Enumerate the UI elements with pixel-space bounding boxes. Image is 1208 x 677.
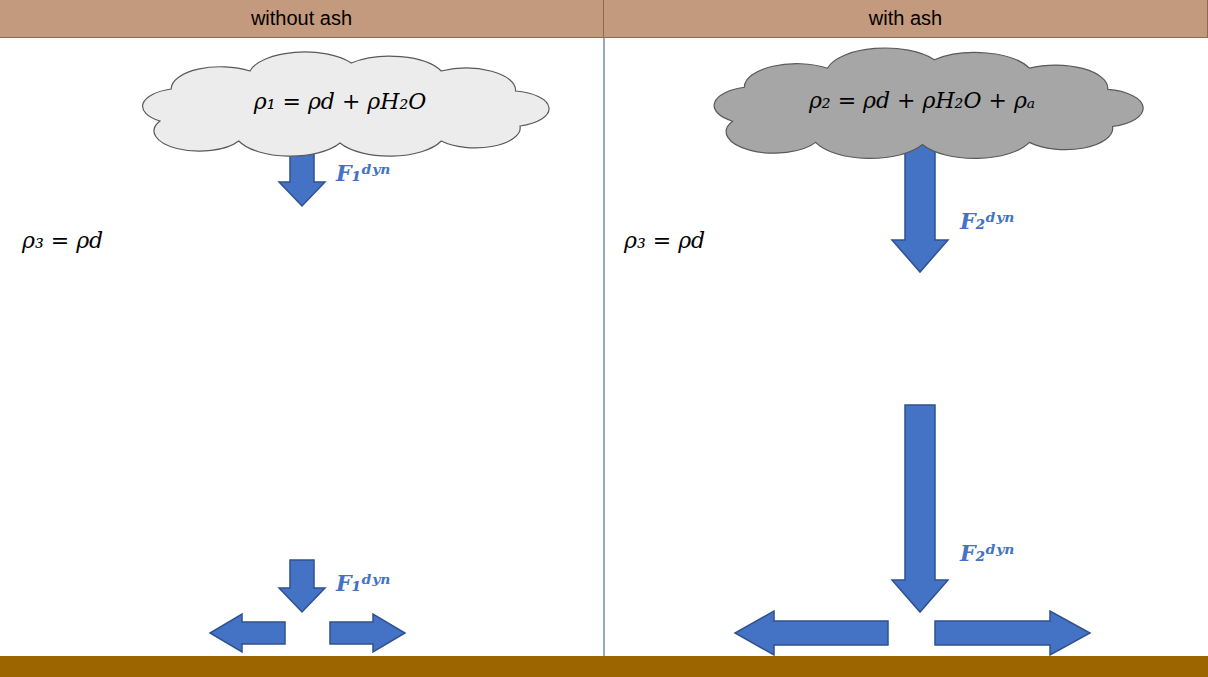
cloud-path (714, 48, 1143, 158)
cloud-shape: ρ₂ = ρd + ρH₂O + ρₐ (685, 47, 1160, 153)
density-formula: ρ₁ = ρd + ρH₂O (254, 89, 427, 114)
column-header: without ash (0, 0, 604, 38)
column-header: with ash (604, 0, 1208, 38)
outflow-arrow (330, 614, 405, 652)
density-label: ρ₃ = ρd (624, 228, 705, 253)
force-label: F₁ᵈʸⁿ (336, 570, 390, 596)
downdraft-arrow (279, 560, 325, 612)
force-label: F₁ᵈʸⁿ (336, 160, 390, 186)
force-label: F₂ᵈʸⁿ (960, 208, 1014, 234)
cloud-shape: ρ₁ = ρd + ρH₂O (115, 51, 565, 151)
outflow-arrow (210, 614, 285, 652)
header-text: without ash (251, 7, 352, 30)
header-text: with ash (869, 7, 942, 30)
downdraft-arrow (892, 140, 948, 272)
density-label: ρ₃ = ρd (22, 228, 103, 253)
ground-bar (0, 656, 1208, 677)
downdraft-arrow (892, 405, 948, 612)
column-divider (604, 38, 605, 656)
force-label: F₂ᵈʸⁿ (960, 540, 1014, 566)
cloud-path (143, 52, 549, 156)
density-formula: ρ₂ = ρd + ρH₂O + ρₐ (809, 88, 1035, 113)
outflow-arrow (735, 611, 888, 655)
outflow-arrow (935, 611, 1090, 655)
